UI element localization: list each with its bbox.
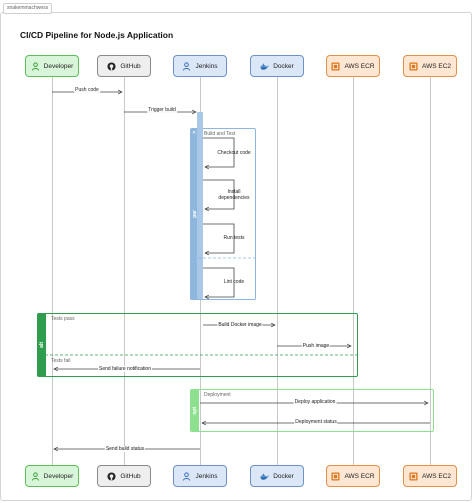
label-send-build-status: Send build status <box>104 446 146 452</box>
actor-label: AWS EC2 <box>421 62 451 70</box>
label-push-image: Push image <box>301 343 331 349</box>
actor-docker-bottom[interactable]: Docker <box>250 465 304 487</box>
actor-jenkins-top[interactable]: Jenkins <box>173 55 227 77</box>
actor-jenkins-bottom[interactable]: Jenkins <box>173 465 227 487</box>
actor-developer-bottom[interactable]: Developer <box>25 465 79 487</box>
lifeline-docker <box>277 77 278 465</box>
fragment-par: par ✕ Build and Test <box>190 128 256 300</box>
actor-docker-top[interactable]: Docker <box>250 55 304 77</box>
aws-icon <box>409 471 418 481</box>
actor-label: GitHub <box>120 472 141 480</box>
actor-aws-ec2-bottom[interactable]: AWS EC2 <box>403 465 457 487</box>
diagram-tag: snakemmachwess <box>3 3 53 14</box>
diagram-frame <box>0 12 472 501</box>
label-build-docker-image: Build Docker image <box>217 322 263 328</box>
label-lint-code: Lint code <box>223 279 245 285</box>
person-icon <box>182 61 191 71</box>
diagram-title: CI/CD Pipeline for Node.js Application <box>20 30 174 40</box>
label-send-failure-notification: Send failure notification <box>98 366 152 372</box>
arrow-checkout-code <box>203 137 235 167</box>
actor-label: AWS ECR <box>344 62 375 70</box>
actor-aws-ecr-top[interactable]: AWS ECR <box>326 55 380 77</box>
github-icon <box>107 471 116 481</box>
person-icon <box>31 61 40 71</box>
aws-icon <box>409 61 418 71</box>
github-icon <box>107 61 116 71</box>
actor-label: Developer <box>43 62 74 70</box>
actor-github-bottom[interactable]: GitHub <box>97 465 151 487</box>
label-deployment-status: Deployment status <box>294 419 338 425</box>
actor-aws-ec2-top[interactable]: AWS EC2 <box>403 55 457 77</box>
actor-github-top[interactable]: GitHub <box>97 55 151 77</box>
label-install-dependencies: Install dependencies <box>218 189 250 201</box>
actor-label: Jenkins <box>195 472 218 480</box>
actor-aws-ecr-bottom[interactable]: AWS ECR <box>326 465 380 487</box>
aws-icon <box>331 61 340 71</box>
fragment-opt-label: Deployment <box>204 392 231 398</box>
fragment-opt: opt Deployment <box>190 389 434 432</box>
fragment-alt-tab: alt <box>38 314 46 376</box>
actor-label: Jenkins <box>195 62 218 70</box>
aws-icon <box>331 471 340 481</box>
person-icon <box>31 471 40 481</box>
label-push-code: Push code <box>74 87 100 93</box>
actor-label: AWS ECR <box>344 472 375 480</box>
lifeline-aws-ec2 <box>430 77 431 465</box>
docker-icon <box>260 62 270 71</box>
actor-label: AWS EC2 <box>421 472 451 480</box>
actor-label: GitHub <box>120 62 141 70</box>
actor-label: Docker <box>273 62 294 70</box>
lifeline-aws-ecr <box>353 77 354 465</box>
fragment-par-tab: par <box>191 129 199 299</box>
label-trigger-build: Trigger build <box>147 107 177 113</box>
fragment-par-label: Build and Test <box>204 131 236 137</box>
arrow-run-tests <box>203 223 235 253</box>
fragment-alt: alt Tests pass Tests fail <box>37 313 358 377</box>
arrow-lint-code <box>203 267 235 297</box>
fragment-alt-label: Tests pass <box>51 316 75 322</box>
label-checkout-code: Checkout code <box>217 150 251 156</box>
docker-icon <box>260 472 270 481</box>
actor-label: Developer <box>43 472 74 480</box>
lifeline-github <box>124 77 125 465</box>
label-run-tests: Run tests <box>223 235 245 241</box>
arrow-install-dependencies <box>203 179 235 209</box>
fragment-opt-tab: opt <box>191 390 199 431</box>
actor-label: Docker <box>273 472 294 480</box>
collapse-icon[interactable]: ✕ <box>192 130 197 136</box>
lifeline-developer <box>52 77 53 465</box>
fragment-alt-else-label: Tests fail <box>51 358 71 364</box>
person-icon <box>182 471 191 481</box>
label-deploy-application: Deploy application <box>293 399 337 405</box>
actor-developer-top[interactable]: Developer <box>25 55 79 77</box>
jenkins-activation-bar <box>197 112 203 299</box>
